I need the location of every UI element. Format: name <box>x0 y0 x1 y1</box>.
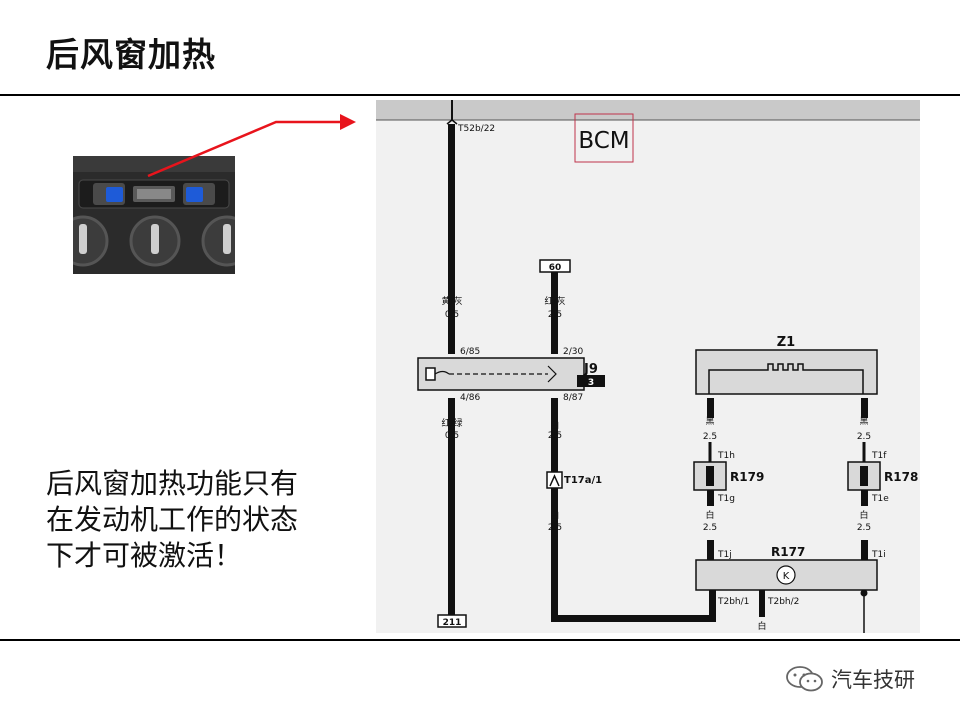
mid-lower-size: 2.5 <box>548 431 562 441</box>
footer-brand-label: 汽车技研 <box>831 668 915 692</box>
mid-upper-size: 2.5 <box>548 310 562 320</box>
left-branch-size2: 2.5 <box>703 523 717 533</box>
t17a-label: T17a/1 <box>564 475 602 486</box>
source-ref-label: 60 <box>549 263 562 273</box>
relay-slot-box <box>577 375 605 387</box>
bcm-bus-bar <box>376 100 920 120</box>
right-branch-size2: 2.5 <box>857 523 871 533</box>
relay-pin-8-87: 8/87 <box>563 393 583 403</box>
note-line-2: 在发动机工作的状态 <box>46 503 299 536</box>
r177-pin2: T2bh/2 <box>767 597 799 607</box>
left-pin-top: T1h <box>717 451 735 461</box>
slide-title: 后风窗加热 <box>46 35 216 74</box>
left-lower-size: 0.5 <box>445 431 459 441</box>
left-pin-r177: T1j <box>717 550 732 560</box>
right-pin-bottom: T1e <box>871 494 889 504</box>
left-branch-color: 黑 <box>705 416 714 427</box>
wechat-icon <box>786 666 823 692</box>
bcm-box <box>574 113 634 163</box>
bcm-label: BCM <box>578 128 629 154</box>
relay-pin-6-85: 6/85 <box>460 347 480 357</box>
r178-label: R178 <box>884 470 918 484</box>
left-branch-color2: 白 <box>705 509 714 521</box>
activation-note: 后风窗加热功能只有 在发动机工作的状态 下才可被激活！ <box>46 466 298 574</box>
left-lower-color: 红/绿 <box>441 417 462 429</box>
right-pin-r177: T1i <box>871 550 886 560</box>
footer-brand: 汽车技研 <box>785 664 915 694</box>
top-divider <box>0 94 960 96</box>
r177-symbol: K <box>783 571 790 582</box>
left-upper-size: 0.5 <box>445 310 459 320</box>
relay-name: J9 <box>583 362 598 377</box>
right-pin-top: T1f <box>871 451 887 461</box>
left-branch-size: 2.5 <box>703 432 717 442</box>
r179-label: R179 <box>730 470 764 484</box>
r177-pin2-color: 白 <box>757 620 766 632</box>
ground-ref-box <box>437 614 467 628</box>
bottom-divider <box>0 639 960 641</box>
right-branch-size: 2.5 <box>857 432 871 442</box>
r177-pin1: T2bh/1 <box>717 597 749 607</box>
right-branch-color: 黑 <box>859 416 868 427</box>
mid-upper-color: 红/灰 <box>544 295 565 307</box>
note-line-1: 后风窗加热功能只有 <box>46 467 299 500</box>
r177-label: R177 <box>771 545 805 559</box>
mid-bottom-size: 2.5 <box>548 523 562 533</box>
mid-lower-color: 白 <box>550 419 559 431</box>
heater-z1 <box>695 349 878 395</box>
left-upper-color: 黄/灰 <box>441 295 462 307</box>
left-pin-bottom: T1g <box>717 494 735 504</box>
wiring-diagram: BCM T52b/22 黄/灰 0.5 6/85 4/86 红/绿 0.5 21… <box>376 100 920 633</box>
mid-bottom-color: 白 <box>550 509 559 521</box>
relay-pin-2-30: 2/30 <box>563 347 583 357</box>
left-connector-label: T52b/22 <box>457 124 495 134</box>
relay-slot: 3 <box>588 378 594 388</box>
ground-ref-label: 211 <box>443 618 462 628</box>
heater-name: Z1 <box>777 335 795 350</box>
relay-pin-4-86: 4/86 <box>460 393 480 403</box>
hvac-panel-photo <box>73 156 235 274</box>
right-branch-color2: 白 <box>859 509 868 521</box>
note-line-3: 下才可被激活！ <box>46 539 243 572</box>
